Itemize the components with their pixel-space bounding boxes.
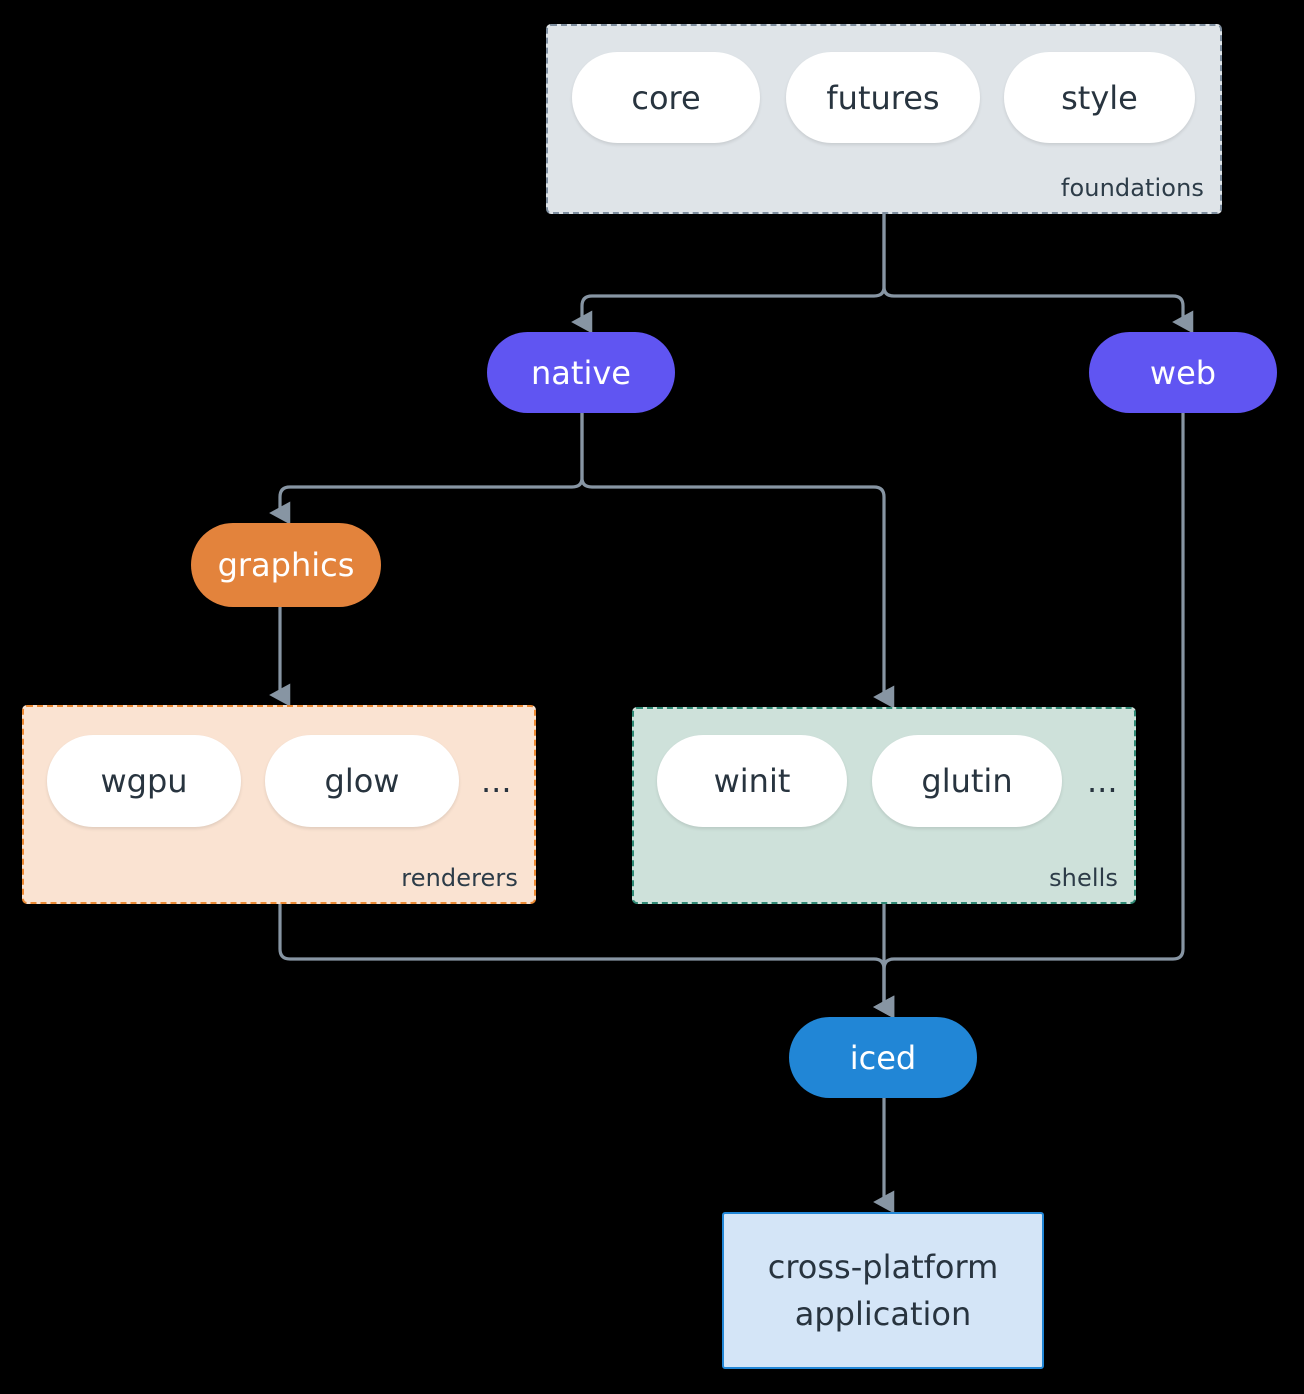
group-shells-label: shells bbox=[1049, 864, 1118, 892]
application-line-2: application bbox=[794, 1294, 972, 1333]
group-foundations-label: foundations bbox=[1060, 174, 1204, 202]
edge-renderers-iced bbox=[278, 904, 895, 1019]
node-graphics[interactable]: graphics bbox=[191, 523, 381, 607]
node-wgpu[interactable]: wgpu bbox=[47, 735, 241, 827]
node-glutin[interactable]: glutin bbox=[872, 735, 1062, 827]
edge-foundations-native bbox=[571, 214, 886, 334]
node-iced[interactable]: iced bbox=[789, 1017, 977, 1098]
application-line-1: cross-platform bbox=[767, 1248, 999, 1287]
node-core[interactable]: core bbox=[572, 52, 760, 143]
node-cross-platform-application[interactable]: cross-platform application bbox=[722, 1212, 1044, 1369]
node-style[interactable]: style bbox=[1004, 52, 1195, 143]
shells-overflow-ellipsis: ... bbox=[1087, 762, 1118, 800]
renderers-overflow-ellipsis: ... bbox=[481, 762, 512, 800]
node-glow[interactable]: glow bbox=[265, 735, 459, 827]
node-native[interactable]: native bbox=[487, 332, 675, 413]
edge-native-shells bbox=[580, 413, 895, 709]
group-renderers-label: renderers bbox=[401, 864, 518, 892]
node-winit[interactable]: winit bbox=[657, 735, 847, 827]
edge-native-graphics bbox=[269, 413, 584, 525]
node-web[interactable]: web bbox=[1089, 332, 1277, 413]
edge-foundations-web bbox=[882, 214, 1194, 334]
node-futures[interactable]: futures bbox=[786, 52, 980, 143]
